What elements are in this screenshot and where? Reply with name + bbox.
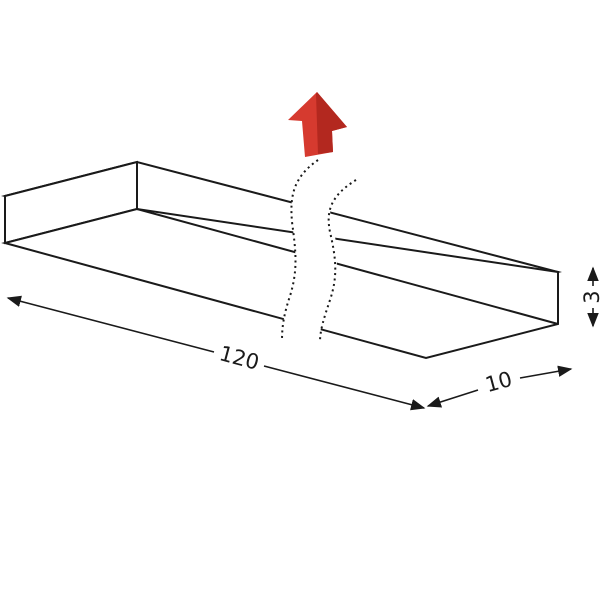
depth-dimension: 10 [426,365,573,408]
depth-label: 10 [483,367,515,397]
break-line-right [319,179,357,343]
break-line-left [281,159,319,341]
break-gap [282,160,356,340]
up-arrow-icon [288,92,347,157]
height-dimension: 3 [580,266,600,328]
length-dimension-line-right [263,365,426,411]
depth-dimension-line-left [426,389,479,408]
length-dimension-line-left [6,295,215,353]
length-label: 120 [217,341,262,375]
shelf-front-face [1,207,559,360]
shelf-box [1,160,562,360]
depth-dimension-line-right [519,365,573,379]
break-zone [281,159,357,343]
height-label: 3 [580,290,600,303]
shelf-inner-edge [136,208,559,325]
